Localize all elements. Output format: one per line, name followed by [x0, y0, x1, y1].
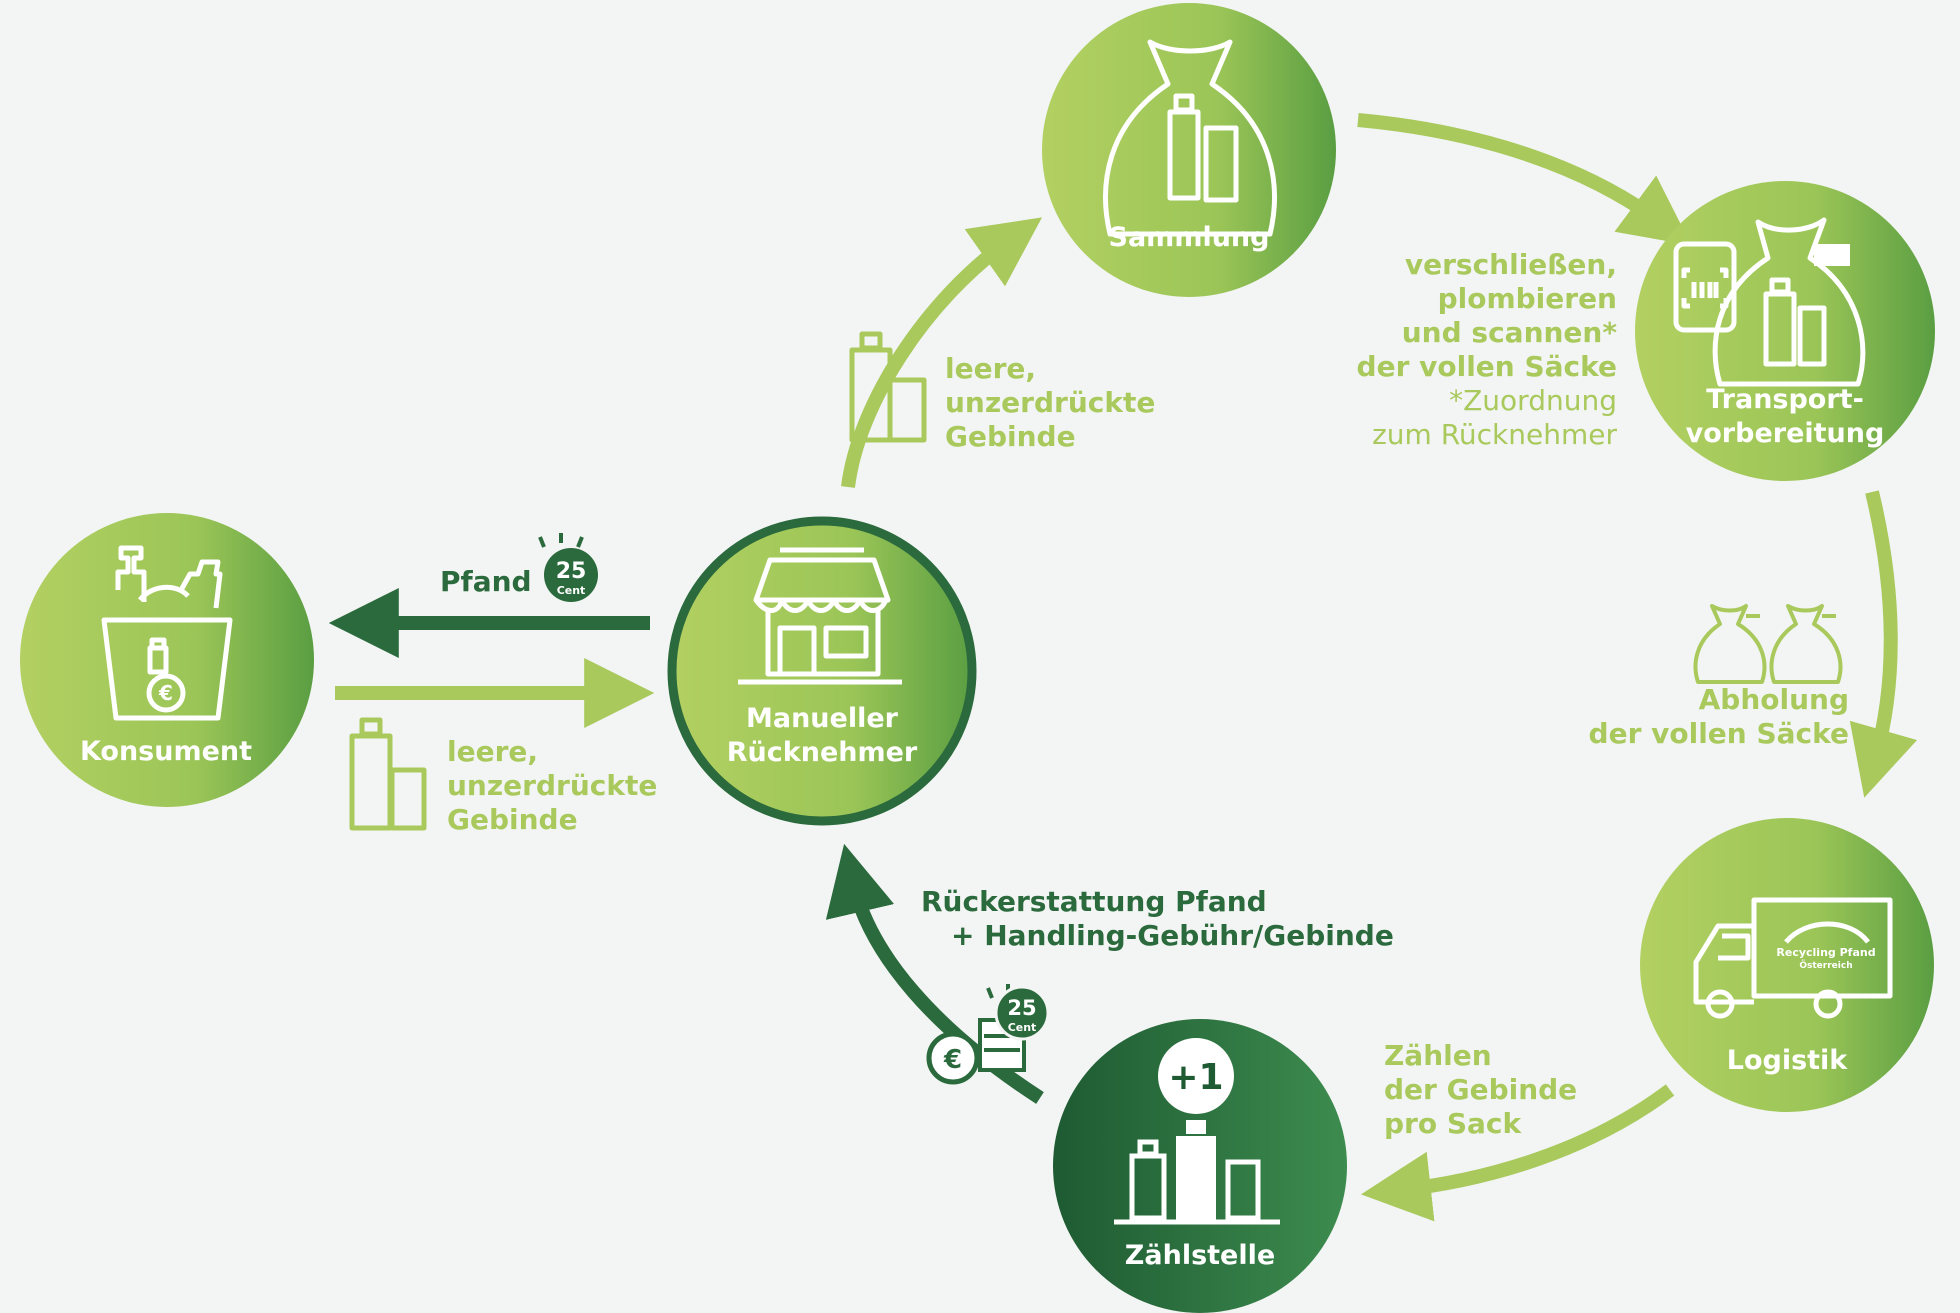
phone-scan-icon — [1673, 241, 1737, 333]
arrow-to-sammlung — [841, 217, 1043, 488]
plus-one-badge: +1 — [1168, 1057, 1223, 1098]
label-refund: Rückerstattung Pfand + Handling-Gebühr/G… — [921, 885, 1394, 953]
label-transport-line2: vorbereitung — [1686, 418, 1885, 449]
label-zahlstelle: Zählstelle — [1125, 1240, 1275, 1271]
node-zahlstelle: +1 Zählstelle — [1053, 1019, 1347, 1313]
return-top-line2: unzerdrückte — [945, 386, 1156, 419]
bag-icon — [1103, 39, 1277, 237]
refund-coin-unit: Cent — [1008, 1021, 1037, 1034]
node-konsument: € Konsument — [20, 513, 314, 807]
coin-value: 25 — [556, 559, 587, 584]
coin-badge-pfand: 25 Cent — [538, 533, 598, 602]
shop-icon — [738, 547, 902, 685]
seal-note-line1: *Zuordnung — [1449, 384, 1617, 417]
label-konsument: Konsument — [80, 736, 252, 767]
containers-icon — [1114, 1120, 1280, 1225]
refund-line2: + Handling-Gebühr/Gebinde — [951, 919, 1394, 952]
return-left-line1: leere, — [447, 735, 539, 768]
pickup-line2: der vollen Säcke — [1588, 717, 1849, 750]
refund-coin-value: 25 — [1007, 996, 1036, 1020]
label-transport-line1: Transport- — [1706, 384, 1864, 415]
sealed-bag-icon — [1712, 217, 1866, 387]
label-seal: verschließen, plombieren und scannen* de… — [1357, 248, 1617, 452]
euro-coin-sign: € — [943, 1045, 962, 1075]
label-logistik: Logistik — [1727, 1045, 1849, 1076]
count-line1: Zählen — [1384, 1039, 1492, 1072]
count-line3: pro Sack — [1384, 1107, 1522, 1140]
refund-line1: Rückerstattung Pfand — [921, 885, 1267, 918]
return-top-line1: leere, — [945, 352, 1037, 385]
coins-euro-icon: € 25 Cent — [926, 984, 1050, 1085]
truck-icon — [1693, 897, 1893, 1019]
seal-line4: der vollen Säcke — [1356, 350, 1617, 383]
bottles-icon-top — [849, 331, 927, 443]
label-count: Zählen der Gebinde pro Sack — [1384, 1039, 1577, 1141]
return-left-line3: Gebinde — [447, 803, 578, 836]
seal-line2: plombieren — [1437, 282, 1617, 315]
bottles-icon-left — [349, 717, 427, 831]
node-manueller-rucknehmer: Manueller Rücknehmer — [667, 516, 977, 826]
label-return-left: leere, unzerdrückte Gebinde — [447, 735, 657, 837]
label-return-top: leere, unzerdrückte Gebinde — [945, 352, 1155, 454]
arrow-to-logistik — [1849, 490, 1918, 798]
return-top-line3: Gebinde — [945, 420, 1076, 453]
truck-brand-line1: Recycling Pfand — [1776, 946, 1875, 959]
node-transportvorbereitung: Transport- vorbereitung — [1635, 181, 1935, 481]
seal-line3: und scannen* — [1401, 316, 1617, 349]
label-rucknehmer-line1: Manueller — [746, 703, 899, 734]
euro-sign: € — [158, 681, 173, 705]
seal-line1: verschließen, — [1404, 248, 1617, 281]
node-sammlung: Sammlung — [1042, 3, 1336, 297]
bags-icon-pickup — [1693, 604, 1843, 684]
seal-note-line2: zum Rücknehmer — [1372, 418, 1617, 451]
node-logistik: Recycling Pfand Österreich Logistik — [1640, 818, 1934, 1112]
label-pfand: Pfand — [440, 565, 532, 598]
return-left-line2: unzerdrückte — [447, 769, 658, 802]
count-line2: der Gebinde — [1384, 1073, 1578, 1106]
pickup-line1: Abholung — [1698, 683, 1849, 716]
arrow-to-zahlstelle — [1361, 1084, 1675, 1222]
basket-icon — [101, 545, 233, 721]
label-pickup: Abholung der vollen Säcke — [1589, 683, 1849, 751]
coin-unit: Cent — [557, 584, 586, 597]
label-sammlung: Sammlung — [1109, 222, 1270, 253]
truck-brand-line2: Österreich — [1799, 960, 1852, 971]
arrow-to-transport — [1357, 113, 1692, 246]
label-rucknehmer-line2: Rücknehmer — [727, 737, 918, 768]
